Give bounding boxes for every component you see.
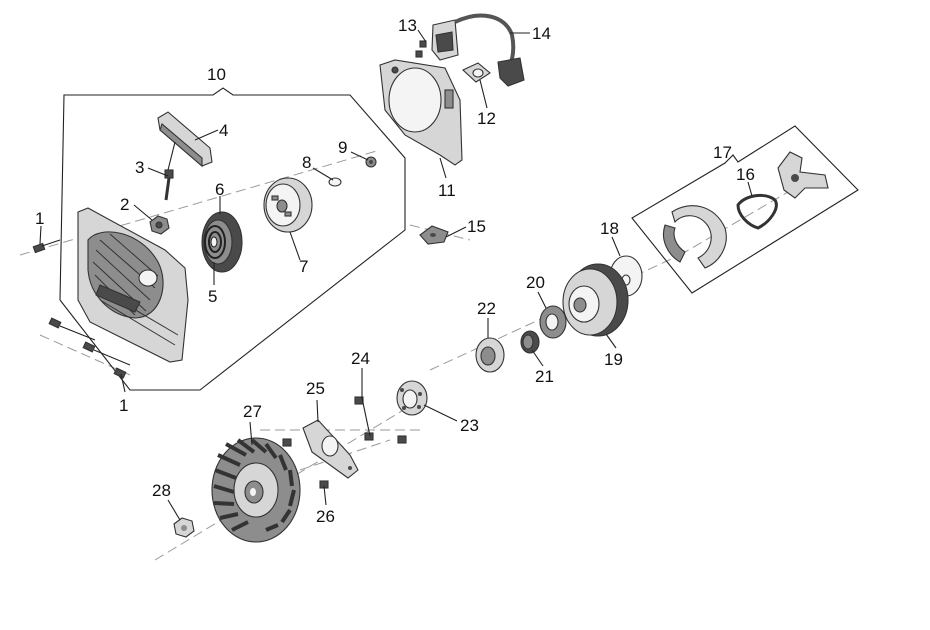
bushing-icon	[462, 62, 491, 83]
clutch-assembly-icon	[662, 151, 829, 269]
callout-22: 22	[477, 299, 496, 318]
screw-icon	[365, 156, 377, 168]
group-17-bracket	[631, 125, 859, 294]
callout-10: 10	[207, 65, 226, 84]
callout-5: 5	[208, 287, 217, 306]
flywheel-icon	[211, 437, 301, 543]
callout-25: 25	[306, 379, 325, 398]
gasket-icon	[302, 419, 359, 479]
callout-19: 19	[604, 350, 623, 369]
oil-seal-plate-icon	[396, 380, 428, 416]
clutch-drum-icon	[562, 263, 629, 337]
ignition-coil-icon	[431, 13, 525, 87]
callout-15: 15	[467, 217, 486, 236]
callout-14: 14	[532, 24, 551, 43]
starter-housing-icon	[77, 207, 189, 363]
clutch-spring-icon	[736, 193, 778, 230]
flywheel-nut-icon	[173, 517, 195, 538]
callout-28: 28	[152, 481, 171, 500]
callout-6: 6	[215, 180, 224, 199]
callout-20: 20	[526, 273, 545, 292]
screw-icon	[32, 239, 61, 254]
rewind-spring-icon	[204, 225, 226, 259]
callout-1-bottom: 1	[119, 396, 128, 415]
leader-lines	[39, 29, 753, 521]
screw-icon	[164, 169, 174, 201]
callout-8: 8	[302, 153, 311, 172]
callout-13: 13	[398, 16, 417, 35]
screw-icon	[48, 317, 131, 379]
callout-17: 17	[713, 143, 732, 162]
pulley-nut-icon	[149, 215, 170, 235]
callout-23: 23	[460, 416, 479, 435]
callout-7: 7	[299, 257, 308, 276]
callout-18: 18	[600, 219, 619, 238]
callout-16: 16	[736, 165, 755, 184]
callout-9: 9	[338, 138, 347, 157]
group-10-bracket	[59, 87, 406, 391]
screw-icon	[415, 40, 427, 58]
needle-bearing-icon	[520, 330, 540, 354]
oil-pump-drive-icon	[475, 337, 505, 373]
callout-labels: 1 1 2 3 4 5 6 7 8 9 10 11 12 13 14 15 16…	[35, 16, 755, 526]
callout-11: 11	[438, 181, 456, 200]
callout-1-top: 1	[35, 209, 44, 228]
callout-4: 4	[219, 121, 228, 140]
starter-handle-icon	[157, 111, 213, 171]
anti-vibration-buffer-icon	[419, 225, 449, 245]
callout-26: 26	[316, 507, 335, 526]
callout-12: 12	[477, 109, 496, 128]
callout-24: 24	[351, 349, 370, 368]
callout-21: 21	[535, 367, 554, 386]
callout-2: 2	[120, 195, 129, 214]
rim-sprocket-icon	[539, 305, 567, 339]
clutch-cover-plate-icon	[379, 59, 463, 166]
callout-27: 27	[243, 402, 262, 421]
callout-3: 3	[135, 158, 144, 177]
starter-pulley-icon	[263, 177, 313, 233]
